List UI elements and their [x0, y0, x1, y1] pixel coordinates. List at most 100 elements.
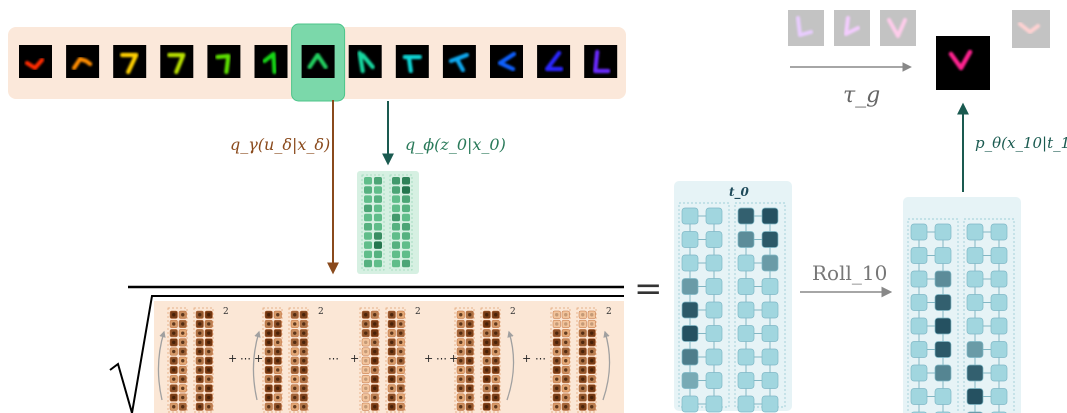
grid-cell — [681, 301, 699, 319]
block-cell-dot — [302, 349, 306, 354]
z0-cell — [402, 232, 410, 240]
block-cell-dot — [494, 405, 498, 409]
grid-cell — [737, 301, 755, 319]
z0-cell — [364, 186, 372, 194]
block-cell-dot — [172, 368, 176, 372]
grid-cell — [705, 395, 723, 413]
p-theta-label: p_θ(x_10|t_10) — [975, 134, 1067, 152]
ellipsis: ⋯ — [328, 352, 339, 365]
block-cell-dot — [276, 313, 280, 317]
t10-grid-column-box — [907, 218, 959, 413]
block-cell-dot — [198, 368, 202, 372]
grid-cell — [705, 231, 723, 248]
t0-grid-column-box — [734, 202, 786, 408]
grid-cell — [966, 364, 984, 382]
roll-label: Roll_10 — [812, 261, 887, 285]
block-cell-dot — [459, 405, 463, 409]
block-cell-dot — [293, 377, 297, 381]
block-cell-dot — [494, 377, 498, 381]
block-cell-dot — [276, 349, 280, 354]
block-cell-dot — [494, 340, 498, 345]
block-cell-dot — [172, 359, 176, 363]
equals-sign: = — [634, 269, 663, 309]
block-cell-dot — [373, 368, 377, 372]
block-cell — [361, 402, 370, 411]
grid-cell — [761, 395, 779, 413]
frame-background — [788, 10, 824, 46]
block-cell-dot — [468, 359, 472, 363]
grid-cell — [934, 341, 952, 358]
block-cell-dot — [390, 313, 394, 317]
squared-block: 2 — [359, 307, 421, 413]
grid-cell — [990, 317, 1008, 335]
plus-sign: + — [449, 352, 458, 365]
block-cell-dot — [373, 405, 377, 409]
sqrt-sign — [109, 295, 624, 413]
block-cell-dot — [276, 377, 280, 381]
z0-cell — [374, 213, 382, 222]
grid-cell — [761, 372, 779, 389]
block-cell-dot — [399, 349, 403, 354]
block-cell-dot — [468, 349, 472, 354]
block-cell-dot — [373, 331, 377, 335]
block-cell-dot — [172, 377, 176, 381]
block-cell-dot — [564, 322, 568, 326]
block-cell-dot — [390, 359, 394, 363]
block-cell-dot — [581, 395, 585, 400]
input-frame — [301, 45, 335, 78]
grid-cell — [990, 294, 1008, 311]
grid-cell — [910, 341, 928, 358]
block-cell-dot — [267, 322, 271, 326]
grid-cell — [737, 395, 755, 413]
block-cell-dot — [555, 395, 559, 400]
block-cell-dot — [399, 405, 403, 409]
square-exponent: 2 — [318, 307, 324, 317]
rotate-arrow — [252, 330, 261, 401]
block-cell — [587, 319, 596, 328]
block-cell-dot — [373, 340, 377, 345]
block-cell-dot — [564, 340, 568, 345]
block-cell-dot — [581, 331, 585, 335]
block-cell-dot — [198, 386, 202, 391]
rotate-arrow — [602, 330, 611, 401]
block-cell-dot — [364, 322, 368, 326]
block-cell-dot — [198, 340, 202, 345]
block-cell-dot — [485, 359, 489, 363]
grid-cell — [761, 207, 779, 225]
block-cell-dot — [581, 340, 585, 345]
rotate-arrow — [506, 330, 515, 401]
block-cell-dot — [564, 349, 568, 354]
block-cell-dot — [207, 368, 211, 372]
block-cell-dot — [485, 313, 489, 317]
block-cell — [578, 310, 587, 319]
grid-cell — [966, 247, 984, 264]
square-exponent: 2 — [223, 307, 229, 317]
digit-stroke — [796, 16, 813, 37]
block-cell-dot — [276, 340, 280, 345]
block-cell-dot — [198, 313, 202, 317]
block-cell-dot — [459, 322, 463, 326]
input-frame — [160, 45, 194, 78]
grid-cell — [737, 278, 755, 295]
block-column-box — [262, 307, 283, 413]
grid-cell — [705, 348, 723, 366]
z0-cell — [402, 213, 410, 222]
block-cell-dot — [267, 331, 271, 335]
block-cell-dot — [172, 313, 176, 317]
block-cell-dot — [181, 340, 185, 345]
block-cell-dot — [399, 313, 403, 317]
ghost-frame — [880, 10, 916, 46]
grid-cell — [966, 270, 984, 288]
block-cell-dot — [364, 340, 368, 345]
block-cell-dot — [590, 322, 594, 326]
block-cell-dot — [581, 386, 585, 391]
digit-stroke — [948, 49, 973, 71]
grid-cell — [934, 388, 952, 405]
digit-stroke — [1018, 22, 1040, 34]
block-cell-dot — [293, 349, 297, 354]
digit-stroke — [844, 16, 860, 36]
block-cell-dot — [364, 359, 368, 363]
square-exponent: 2 — [415, 307, 421, 317]
block-cell-dot — [267, 368, 271, 372]
block-cell-dot — [590, 340, 594, 345]
